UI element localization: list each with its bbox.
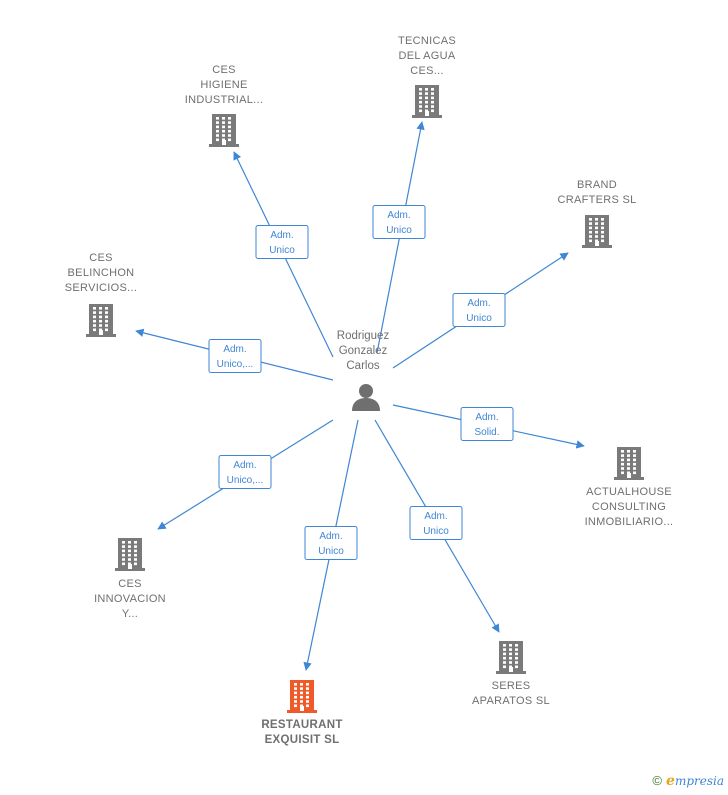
- relation-text: Unico: [269, 245, 295, 256]
- company-name-line: SERES: [492, 680, 531, 692]
- building-icon: [86, 304, 116, 337]
- relation-text: Adm.: [424, 511, 447, 522]
- company-name-line: CES: [118, 578, 142, 590]
- brand-logo-text: mpresia: [674, 774, 724, 788]
- company-name-line: RESTAURANT: [261, 719, 342, 731]
- company-node-ces-belinchon[interactable]: CES BELINCHON SERVICIOS...: [65, 252, 137, 337]
- relation-text: Adm.: [223, 344, 246, 355]
- relation-label-restaurant-exquisit[interactable]: Adm. Unico: [304, 526, 358, 560]
- brand-logo-initial: e: [666, 773, 675, 789]
- relation-label-ces-innovacion[interactable]: Adm. Unico,...: [218, 455, 272, 489]
- company-name-line: EXQUISIT SL: [265, 734, 340, 746]
- building-icon: [614, 447, 644, 480]
- company-name-line: Y...: [122, 608, 138, 620]
- relation-label-actualhouse[interactable]: Adm. Solid.: [460, 407, 514, 441]
- company-node-seres-aparatos[interactable]: SERES APARATOS SL: [472, 641, 550, 707]
- relation-text: Adm.: [475, 412, 498, 423]
- company-name-line: CES: [212, 64, 236, 76]
- relation-text: Adm.: [387, 210, 410, 221]
- person-name-line-3: Carlos: [346, 360, 379, 372]
- building-icon: [115, 538, 145, 571]
- company-name-line: TECNICAS: [398, 35, 456, 47]
- company-name-line: APARATOS SL: [472, 695, 550, 707]
- company-node-tecnicas-del-agua[interactable]: TECNICAS DEL AGUA CES...: [398, 35, 456, 118]
- company-name-line: CES: [89, 252, 113, 264]
- company-node-actualhouse[interactable]: ACTUALHOUSE CONSULTING INMOBILIARIO...: [585, 447, 674, 528]
- relation-text: Unico: [318, 546, 344, 557]
- relation-text: Unico: [423, 526, 449, 537]
- copyright-icon: ©: [652, 773, 663, 788]
- relation-label-seres-aparatos[interactable]: Adm. Unico: [409, 506, 463, 540]
- company-name-line: CONSULTING: [592, 501, 666, 513]
- relation-text: Adm.: [233, 460, 256, 471]
- company-name-line: HIGIENE: [200, 79, 247, 91]
- relation-text: Unico,...: [227, 475, 264, 486]
- company-name-line: DEL AGUA: [398, 50, 455, 62]
- company-name-line: CRAFTERS SL: [557, 194, 636, 206]
- company-name-line: SERVICIOS...: [65, 282, 137, 294]
- relation-text: Unico,...: [217, 359, 254, 370]
- building-icon: [287, 680, 317, 713]
- company-name-line: BELINCHON: [68, 267, 135, 279]
- person-name-line-1: Rodriguez: [337, 330, 390, 342]
- relation-text: Adm.: [270, 230, 293, 241]
- company-name-line: INDUSTRIAL...: [185, 94, 263, 106]
- company-name-line: INNOVACION: [94, 593, 166, 605]
- relation-text: Solid.: [474, 427, 499, 438]
- company-name-line: ACTUALHOUSE: [586, 486, 672, 498]
- company-node-ces-higiene[interactable]: CES HIGIENE INDUSTRIAL...: [185, 64, 263, 147]
- relation-label-tecnicas-del-agua[interactable]: Adm. Unico: [372, 205, 426, 239]
- building-icon: [496, 641, 526, 674]
- company-node-brand-crafters[interactable]: BRAND CRAFTERS SL: [557, 179, 636, 248]
- relation-text: Adm.: [319, 531, 342, 542]
- building-icon: [209, 114, 239, 147]
- relation-label-ces-higiene[interactable]: Adm. Unico: [255, 225, 309, 259]
- company-name-line: INMOBILIARIO...: [585, 516, 674, 528]
- company-name-line: BRAND: [577, 179, 617, 191]
- building-icon: [582, 215, 612, 248]
- person-name-line-2: Gonzalez: [339, 345, 388, 357]
- building-icon: [412, 85, 442, 118]
- relation-text: Unico: [386, 225, 412, 236]
- relation-text: Unico: [466, 313, 492, 324]
- relation-label-brand-crafters[interactable]: Adm. Unico: [452, 293, 506, 327]
- company-node-restaurant-exquisit[interactable]: RESTAURANT EXQUISIT SL: [261, 680, 342, 746]
- relation-label-ces-belinchon[interactable]: Adm. Unico,...: [208, 339, 262, 373]
- relation-text: Adm.: [467, 298, 490, 309]
- person-icon: [352, 384, 380, 411]
- company-name-line: CES...: [410, 65, 444, 77]
- center-person-node[interactable]: Rodriguez Gonzalez Carlos: [337, 330, 390, 411]
- company-node-ces-innovacion[interactable]: CES INNOVACION Y...: [94, 538, 166, 620]
- brand-footer: ©empresia: [652, 773, 724, 789]
